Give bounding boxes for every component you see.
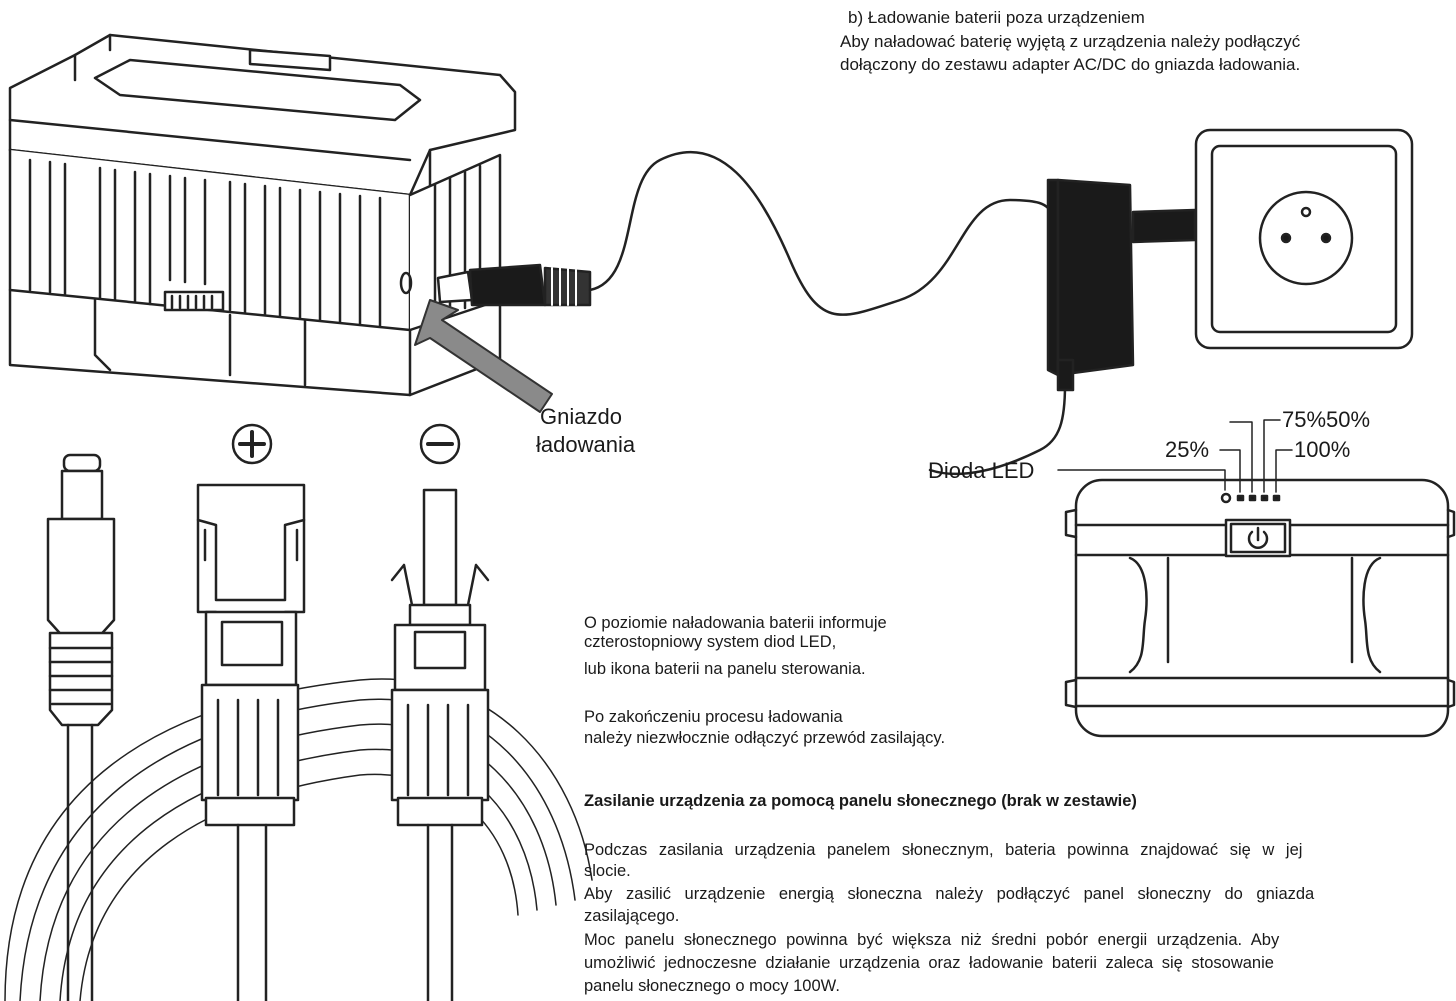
arrow-icon [414,299,553,413]
socket-label-line-2: ładowania [536,432,636,457]
solar-line-1: Podczas zasilania urządzenia panelem sło… [584,841,1303,859]
solar-line-4: zasilającego. [584,907,680,925]
solar-heading: Zasilanie urządzenia za pomocą panelu sł… [584,792,1137,810]
battery-front-view-illustration [1064,478,1456,738]
socket-label-line-1: Gniazdo [540,404,622,429]
led-indicator [1220,492,1232,504]
info-paragraph-1-line-2: czterostopniowy system diod LED, [584,633,837,651]
info-paragraph-2-line-2: należy niezwłocznie odłączyć przewód zas… [584,729,946,747]
section-title: b) Ładowanie baterii poza urządzeniem [848,8,1145,27]
charging-cable-illustration [436,150,1067,476]
battery-pack-illustration [8,33,517,397]
info-paragraph-2-line-1: Po zakończeniu procesu ładowania [584,708,843,726]
led-25-icon [1236,494,1245,502]
plus-icon [231,423,273,465]
header-line-2: dołączony do zestawu adapter AC/DC do gn… [840,55,1301,74]
solar-line-7: panelu słonecznego o mocy 100W. [584,977,840,995]
coiled-cable-illustration [4,678,593,1001]
minus-icon [419,423,461,465]
info-paragraph-1-line-1: O poziomie naładowania baterii informuje [584,614,887,632]
header-line-1: Aby naładować baterię wyjętą z urządzeni… [840,32,1301,51]
solar-line-2: slocie. [584,862,631,880]
mc4-plus-connector-illustration [196,483,306,1001]
mc4-minus-connector-illustration [390,488,490,1001]
led-leader-lines [1057,419,1293,493]
led-75-icon [1260,494,1269,502]
led-label-25: 25% [1165,437,1210,462]
ac-dc-adapter-illustration [1046,178,1252,392]
solar-line-3: Aby zasilić urządzenie energią słoneczna… [584,885,1315,903]
dc-barrel-connector-illustration [46,453,116,1001]
solar-line-6: umożliwić jednoczesne działanie urządzen… [584,954,1274,972]
led-label-75-50: 75%50% [1282,407,1371,432]
led-50-icon [1248,494,1257,502]
led-100-icon [1272,494,1281,502]
solar-line-5: Moc panelu słonecznego powinna być więks… [584,931,1280,949]
wall-outlet-illustration [1194,128,1414,350]
led-label: Dioda LED [928,458,1035,483]
info-paragraph-1-line-3: lub ikona baterii na panelu sterowania. [584,660,866,678]
led-label-100: 100% [1294,437,1351,462]
